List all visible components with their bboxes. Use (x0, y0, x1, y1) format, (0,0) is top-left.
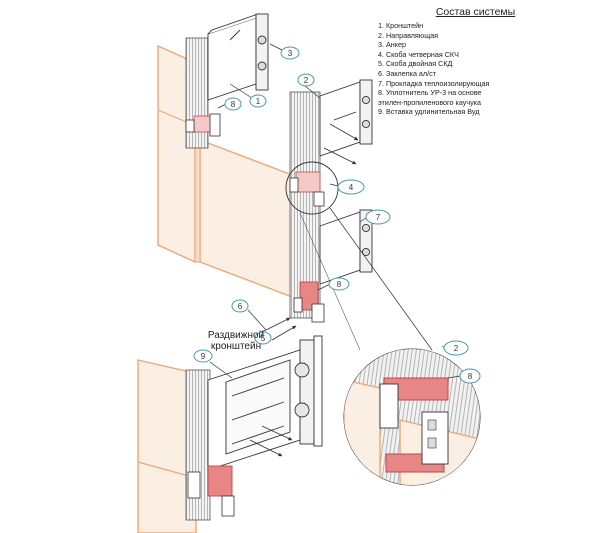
svg-text:8: 8 (468, 372, 473, 381)
svg-text:2: 2 (304, 76, 309, 85)
clip-upper-left (185, 113, 221, 137)
callout-8-upper: 8 (224, 97, 242, 111)
legend-item: 7. Прокладка теплоизолирующая (378, 78, 490, 88)
clip-double (293, 281, 325, 323)
zoom-detail (343, 345, 481, 486)
callout-1: 1 (249, 94, 267, 108)
svg-text:6: 6 (238, 302, 243, 311)
sliding-bracket-label-line-2: кронштейн (210, 341, 262, 352)
callout-8-middle: 8 (328, 277, 350, 291)
legend-item: 9. Вставка удлинительная Вуд (378, 107, 480, 117)
callout-2-zoom: 2 (443, 340, 469, 356)
callout-8-zoom: 8 (459, 368, 481, 384)
legend-item: 4. Скоба четверная СКЧ (378, 49, 459, 59)
lower-assembly (137, 335, 323, 533)
callout-3: 3 (280, 46, 300, 60)
legend-item: 1. Кронштейн (378, 21, 424, 30)
svg-text:7: 7 (376, 213, 381, 222)
svg-text:8: 8 (231, 100, 236, 109)
callout-6: 6 (231, 299, 249, 313)
callout-9: 9 (193, 349, 213, 363)
bracket-lower-right (319, 209, 373, 285)
callout-5: 5 (254, 331, 272, 345)
svg-text:4: 4 (349, 183, 354, 192)
bracket-upper-right (319, 79, 373, 157)
callout-2-upper: 2 (297, 73, 315, 87)
callouts: 1 2 3 4 5 6 7 8 8 9 2 8 (193, 46, 481, 384)
legend-item: 3. Анкер (378, 40, 406, 50)
svg-text:5: 5 (261, 334, 266, 343)
legend-list: 1. Кронштейн 2. Направляющая 3. Анкер 4.… (378, 21, 593, 117)
svg-text:1: 1 (256, 97, 261, 106)
legend-item: 6. Заклепка ал/ст (378, 68, 437, 78)
legend-item: 8. Уплотнитель УР-3 на основе (378, 88, 482, 98)
svg-text:9: 9 (201, 352, 206, 361)
svg-text:8: 8 (337, 280, 342, 289)
legend-item: этилен-пропиленового каучука (378, 97, 481, 107)
bracket-upper-left (207, 13, 269, 101)
upper-assembly (157, 13, 433, 351)
facade-panel-middle (199, 138, 301, 302)
legend-item: 5. Скоба двойная СКД (378, 59, 453, 69)
clip-lower (187, 465, 235, 517)
sliding-bracket (207, 335, 323, 471)
sliding-bracket-label-line-1: Раздвижной (207, 330, 265, 341)
svg-text:2: 2 (454, 344, 459, 353)
callout-7: 7 (365, 209, 391, 225)
sliding-bracket-label: Раздвижной кронштейн (196, 330, 276, 352)
clip-four-way (289, 171, 325, 207)
legend-title: Состав системы (435, 6, 516, 18)
callout-4: 4 (337, 179, 365, 195)
legend: Состав системы 1. Кронштейн 2. Направляю… (378, 6, 593, 117)
legend-item: 2. Направляющая (378, 30, 438, 40)
svg-text:3: 3 (288, 49, 293, 58)
